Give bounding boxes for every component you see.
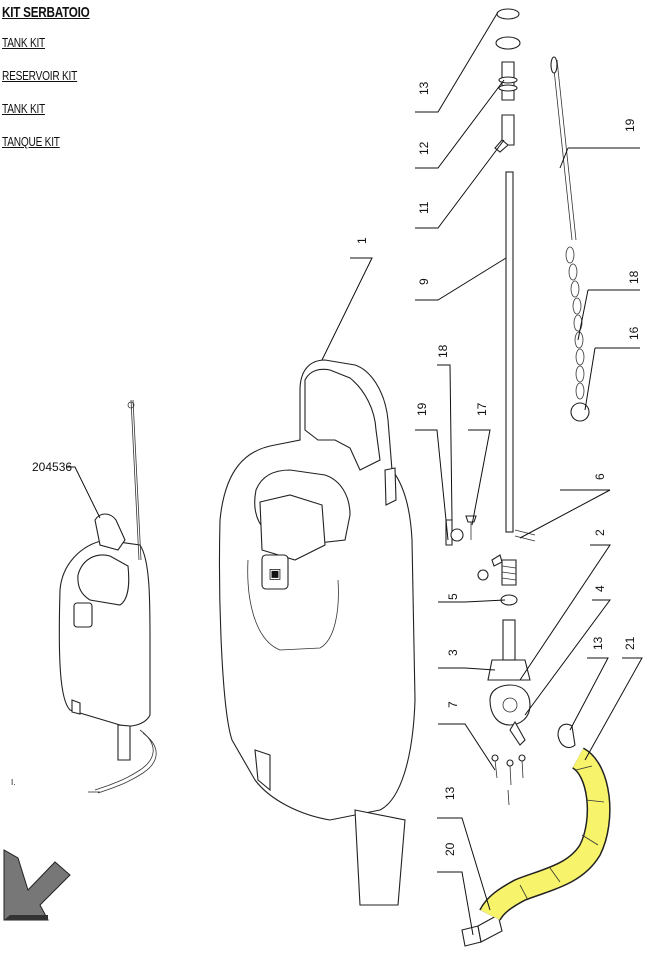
callout-12: 12 bbox=[417, 141, 431, 155]
callout-9: 9 bbox=[417, 278, 431, 285]
callout-3: 3 bbox=[446, 649, 460, 656]
callout-numbers: 13 12 11 9 1 18 19 17 19 18 16 6 2 4 5 3… bbox=[355, 81, 641, 856]
callout-14: 16 bbox=[627, 326, 641, 340]
small-mark: I. bbox=[11, 778, 15, 787]
callout-6: 6 bbox=[593, 473, 607, 480]
callout-13-top: 13 bbox=[417, 81, 431, 95]
title-block: KIT SERBATOIO TANK KIT RESERVOIR KIT TAN… bbox=[2, 4, 114, 167]
callout-13-mid: 13 bbox=[591, 636, 605, 650]
title-italian: KIT SERBATOIO bbox=[2, 4, 90, 21]
title-german: TANK KIT bbox=[2, 101, 46, 116]
callout-5: 5 bbox=[446, 593, 460, 600]
callout-leaders bbox=[321, 11, 643, 936]
callout-21: 21 bbox=[623, 636, 637, 650]
title-french: RESERVOIR KIT bbox=[2, 68, 78, 83]
callout-1: 1 bbox=[355, 237, 369, 244]
callout-19: 19 bbox=[623, 118, 637, 132]
callout-11: 11 bbox=[417, 201, 431, 214]
callout-13-low: 13 bbox=[443, 786, 457, 800]
kit-code-label: 204536 bbox=[32, 460, 72, 474]
title-english: TANK KIT bbox=[2, 35, 46, 50]
assembled-tank-thumbnail bbox=[58, 399, 157, 794]
callout-17: 19 bbox=[415, 402, 429, 416]
callout-18: 18 bbox=[627, 270, 641, 284]
title-spanish: TANQUE KIT bbox=[2, 134, 60, 149]
kit-code-leader bbox=[66, 466, 101, 519]
callout-4: 4 bbox=[593, 585, 607, 592]
callout-20: 20 bbox=[443, 842, 457, 856]
hardware-parts bbox=[445, 8, 590, 947]
callout-2: 2 bbox=[593, 529, 607, 536]
svg-text:▣: ▣ bbox=[268, 565, 281, 581]
callout-16: 18 bbox=[436, 344, 450, 358]
tank-body: ▣ bbox=[218, 359, 416, 906]
direction-arrow-icon bbox=[3, 849, 71, 921]
callout-15: 17 bbox=[475, 402, 489, 416]
callout-7: 7 bbox=[446, 701, 460, 708]
